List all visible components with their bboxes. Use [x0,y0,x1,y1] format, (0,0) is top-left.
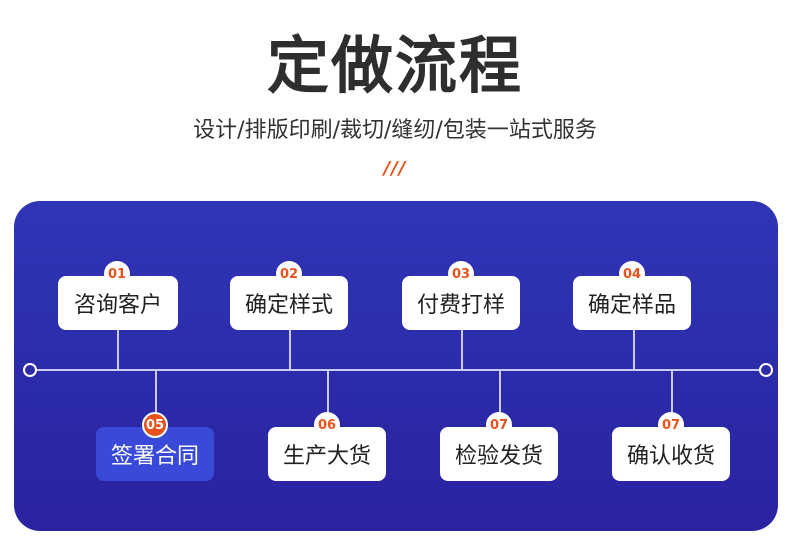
page-title: 定做流程 [266,29,523,102]
step-confirm-sample[interactable]: 确定样品 [573,276,691,330]
connector-line [155,370,157,412]
page-subtitle: 设计/排版印刷/裁切/缝纫/包装一站式服务 [193,118,597,143]
timeline-end-dot [759,363,773,377]
connector-line [461,330,463,370]
step-number-badge: 06 [314,412,340,438]
step-number-badge: 07 [486,412,512,438]
connector-line [499,370,501,412]
step-number-badge: 01 [104,261,130,287]
timeline-line [32,369,760,371]
connector-line [633,330,635,370]
step-confirm-style[interactable]: 确定样式 [230,276,348,330]
step-number-badge: 04 [619,261,645,287]
connector-line [289,330,291,370]
connector-line [327,370,329,412]
connector-line [117,330,119,370]
process-panel [14,201,778,531]
step-number-badge: 07 [658,412,684,438]
step-number-badge: 05 [142,412,168,438]
step-number-badge: 02 [276,261,302,287]
timeline-start-dot [23,363,37,377]
step-number-badge: 03 [448,261,474,287]
slash-decoration: /// [383,158,407,179]
connector-line [671,370,673,412]
